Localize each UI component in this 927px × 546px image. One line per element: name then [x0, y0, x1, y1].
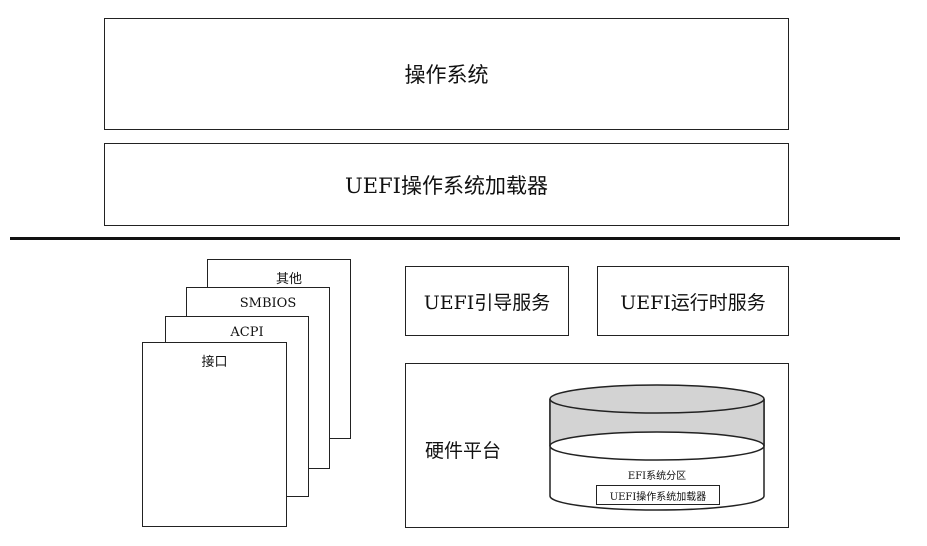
interface-card-other-label: 其他	[275, 272, 302, 287]
firmware-divider-line	[10, 237, 900, 240]
os-layer-box: 操作系统	[104, 18, 789, 130]
boot-services-label: UEFI引导服务	[423, 291, 551, 314]
boot-services-box: UEFI引导服务	[405, 266, 569, 336]
runtime-services-label: UEFI运行时服务	[620, 291, 766, 314]
inner-loader-label: UEFI操作系统加载器	[609, 491, 707, 503]
interface-card-smbios-label: SMBIOS	[239, 296, 297, 311]
os-loader-layer-box: UEFI操作系统加载器	[104, 143, 789, 226]
os-loader-layer-label: UEFI操作系统加载器	[345, 173, 548, 198]
efi-partition-label: EFI系统分区	[627, 471, 687, 482]
interface-card-interface: 接口	[142, 342, 287, 527]
runtime-services-box: UEFI运行时服务	[597, 266, 789, 336]
interface-card-acpi-label: ACPI	[230, 325, 264, 340]
inner-loader-box: UEFI操作系统加载器	[596, 485, 720, 505]
os-layer-label: 操作系统	[404, 63, 489, 87]
interface-card-interface-label: 接口	[201, 355, 228, 370]
hardware-platform-label: 硬件平台	[425, 440, 502, 462]
